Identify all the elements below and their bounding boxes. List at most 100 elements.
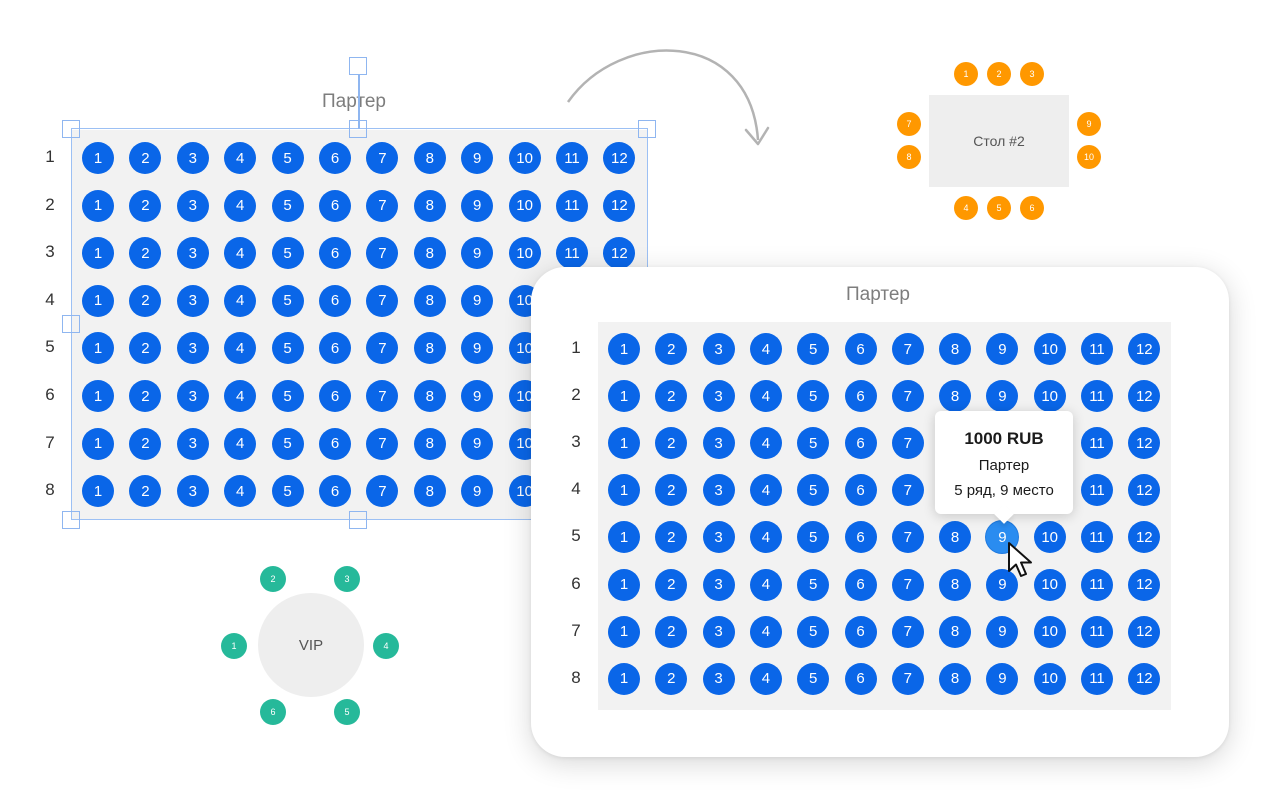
seat[interactable]: 3 — [176, 475, 209, 508]
seat[interactable]: 7 — [366, 475, 399, 508]
seat[interactable]: 2 — [655, 615, 688, 648]
seat[interactable]: 6 — [844, 568, 877, 601]
resize-handle-top-left[interactable] — [62, 120, 80, 138]
seat[interactable]: 4 — [749, 380, 782, 413]
seat[interactable]: 4 — [749, 333, 782, 365]
seat[interactable]: 3 — [702, 568, 735, 601]
seat[interactable]: 1 — [608, 380, 640, 413]
resize-handle-top-center[interactable] — [349, 120, 367, 138]
seat[interactable]: 5 — [271, 189, 304, 222]
seat[interactable]: 7 — [891, 427, 924, 460]
seat[interactable]: 1 — [82, 284, 114, 317]
seat[interactable]: 10 — [508, 237, 541, 270]
seat[interactable]: 7 — [891, 474, 924, 507]
seat[interactable]: 3 — [176, 427, 209, 460]
seat[interactable]: 3 — [702, 662, 735, 695]
seat[interactable]: 7 — [366, 380, 399, 412]
chair[interactable]: 6 — [260, 699, 286, 725]
seat[interactable]: 3 — [176, 142, 209, 174]
seat[interactable]: 2 — [129, 380, 162, 412]
seat[interactable]: 7 — [366, 284, 399, 317]
seat[interactable]: 3 — [176, 237, 209, 270]
seat[interactable]: 10 — [1033, 521, 1066, 554]
chair[interactable]: 7 — [897, 112, 921, 136]
seat[interactable]: 6 — [319, 189, 351, 222]
seat[interactable]: 12 — [603, 237, 636, 270]
seat[interactable]: 7 — [366, 189, 399, 222]
chair[interactable]: 5 — [987, 196, 1011, 220]
chair[interactable]: 3 — [334, 566, 360, 592]
seat[interactable]: 5 — [797, 615, 830, 648]
seat[interactable]: 4 — [224, 427, 257, 460]
seat[interactable]: 4 — [224, 237, 257, 270]
seat[interactable]: 1 — [608, 568, 640, 601]
chair[interactable]: 1 — [954, 62, 978, 86]
seat[interactable]: 11 — [556, 189, 588, 222]
seat[interactable]: 5 — [797, 380, 830, 413]
seat[interactable]: 7 — [891, 615, 924, 648]
seat[interactable]: 5 — [797, 474, 830, 507]
seat[interactable]: 8 — [939, 333, 972, 365]
chair[interactable]: 2 — [987, 62, 1011, 86]
seat[interactable]: 10 — [1033, 615, 1066, 648]
table-2[interactable]: Стол #2 — [929, 95, 1069, 187]
seat[interactable]: 12 — [1128, 662, 1161, 695]
seat[interactable]: 11 — [1081, 521, 1113, 554]
seat[interactable]: 3 — [176, 189, 209, 222]
seat[interactable]: 12 — [1128, 333, 1161, 365]
seat[interactable]: 4 — [224, 475, 257, 508]
seat[interactable]: 2 — [655, 380, 688, 413]
seat[interactable]: 1 — [608, 333, 640, 365]
seat[interactable]: 7 — [891, 380, 924, 413]
seat[interactable]: 6 — [844, 474, 877, 507]
seat[interactable]: 9 — [461, 189, 494, 222]
seat[interactable]: 5 — [271, 284, 304, 317]
seat[interactable]: 3 — [702, 521, 735, 554]
seat[interactable]: 1 — [608, 427, 640, 460]
seat[interactable]: 2 — [129, 142, 162, 174]
resize-handle-bottom-left[interactable] — [62, 511, 80, 529]
seat[interactable]: 2 — [129, 475, 162, 508]
seat[interactable]: 5 — [271, 475, 304, 508]
seat[interactable]: 6 — [319, 380, 351, 412]
seat[interactable]: 7 — [891, 333, 924, 365]
seat[interactable]: 3 — [702, 380, 735, 413]
seat[interactable]: 8 — [413, 380, 446, 412]
seat[interactable]: 2 — [655, 568, 688, 601]
seat[interactable]: 1 — [82, 332, 114, 365]
seat[interactable]: 8 — [413, 189, 446, 222]
seat[interactable]: 6 — [844, 333, 877, 365]
seat[interactable]: 8 — [939, 568, 972, 601]
seat[interactable]: 5 — [797, 521, 830, 554]
seat[interactable]: 9 — [461, 142, 494, 174]
seat[interactable]: 9 — [461, 237, 494, 270]
seat[interactable]: 6 — [319, 475, 351, 508]
seat[interactable]: 9 — [461, 332, 494, 365]
seat[interactable]: 8 — [413, 332, 446, 365]
seat[interactable]: 2 — [129, 237, 162, 270]
resize-handle-middle-left[interactable] — [62, 315, 80, 333]
seat[interactable]: 11 — [1081, 333, 1113, 365]
seat[interactable]: 2 — [655, 474, 688, 507]
seat[interactable]: 9 — [461, 284, 494, 317]
seat[interactable]: 2 — [655, 333, 688, 365]
seat[interactable]: 11 — [1081, 427, 1113, 460]
seat[interactable]: 5 — [271, 142, 304, 174]
seat[interactable]: 2 — [129, 189, 162, 222]
seat[interactable]: 11 — [1081, 474, 1113, 507]
seat[interactable]: 5 — [271, 332, 304, 365]
seat[interactable]: 11 — [1081, 568, 1113, 601]
seat[interactable]: 7 — [891, 662, 924, 695]
seat[interactable]: 12 — [1128, 474, 1161, 507]
seat[interactable]: 9 — [461, 475, 494, 508]
seat[interactable]: 1 — [608, 662, 640, 695]
seat[interactable]: 5 — [271, 380, 304, 412]
seat[interactable]: 9 — [986, 615, 1019, 648]
seat[interactable]: 7 — [891, 521, 924, 554]
seat[interactable]: 7 — [366, 237, 399, 270]
seat[interactable]: 6 — [844, 521, 877, 554]
seat[interactable]: 12 — [1128, 615, 1161, 648]
resize-handle-bottom-center[interactable] — [349, 511, 367, 529]
seat[interactable]: 10 — [1033, 568, 1066, 601]
chair[interactable]: 1 — [221, 633, 247, 659]
